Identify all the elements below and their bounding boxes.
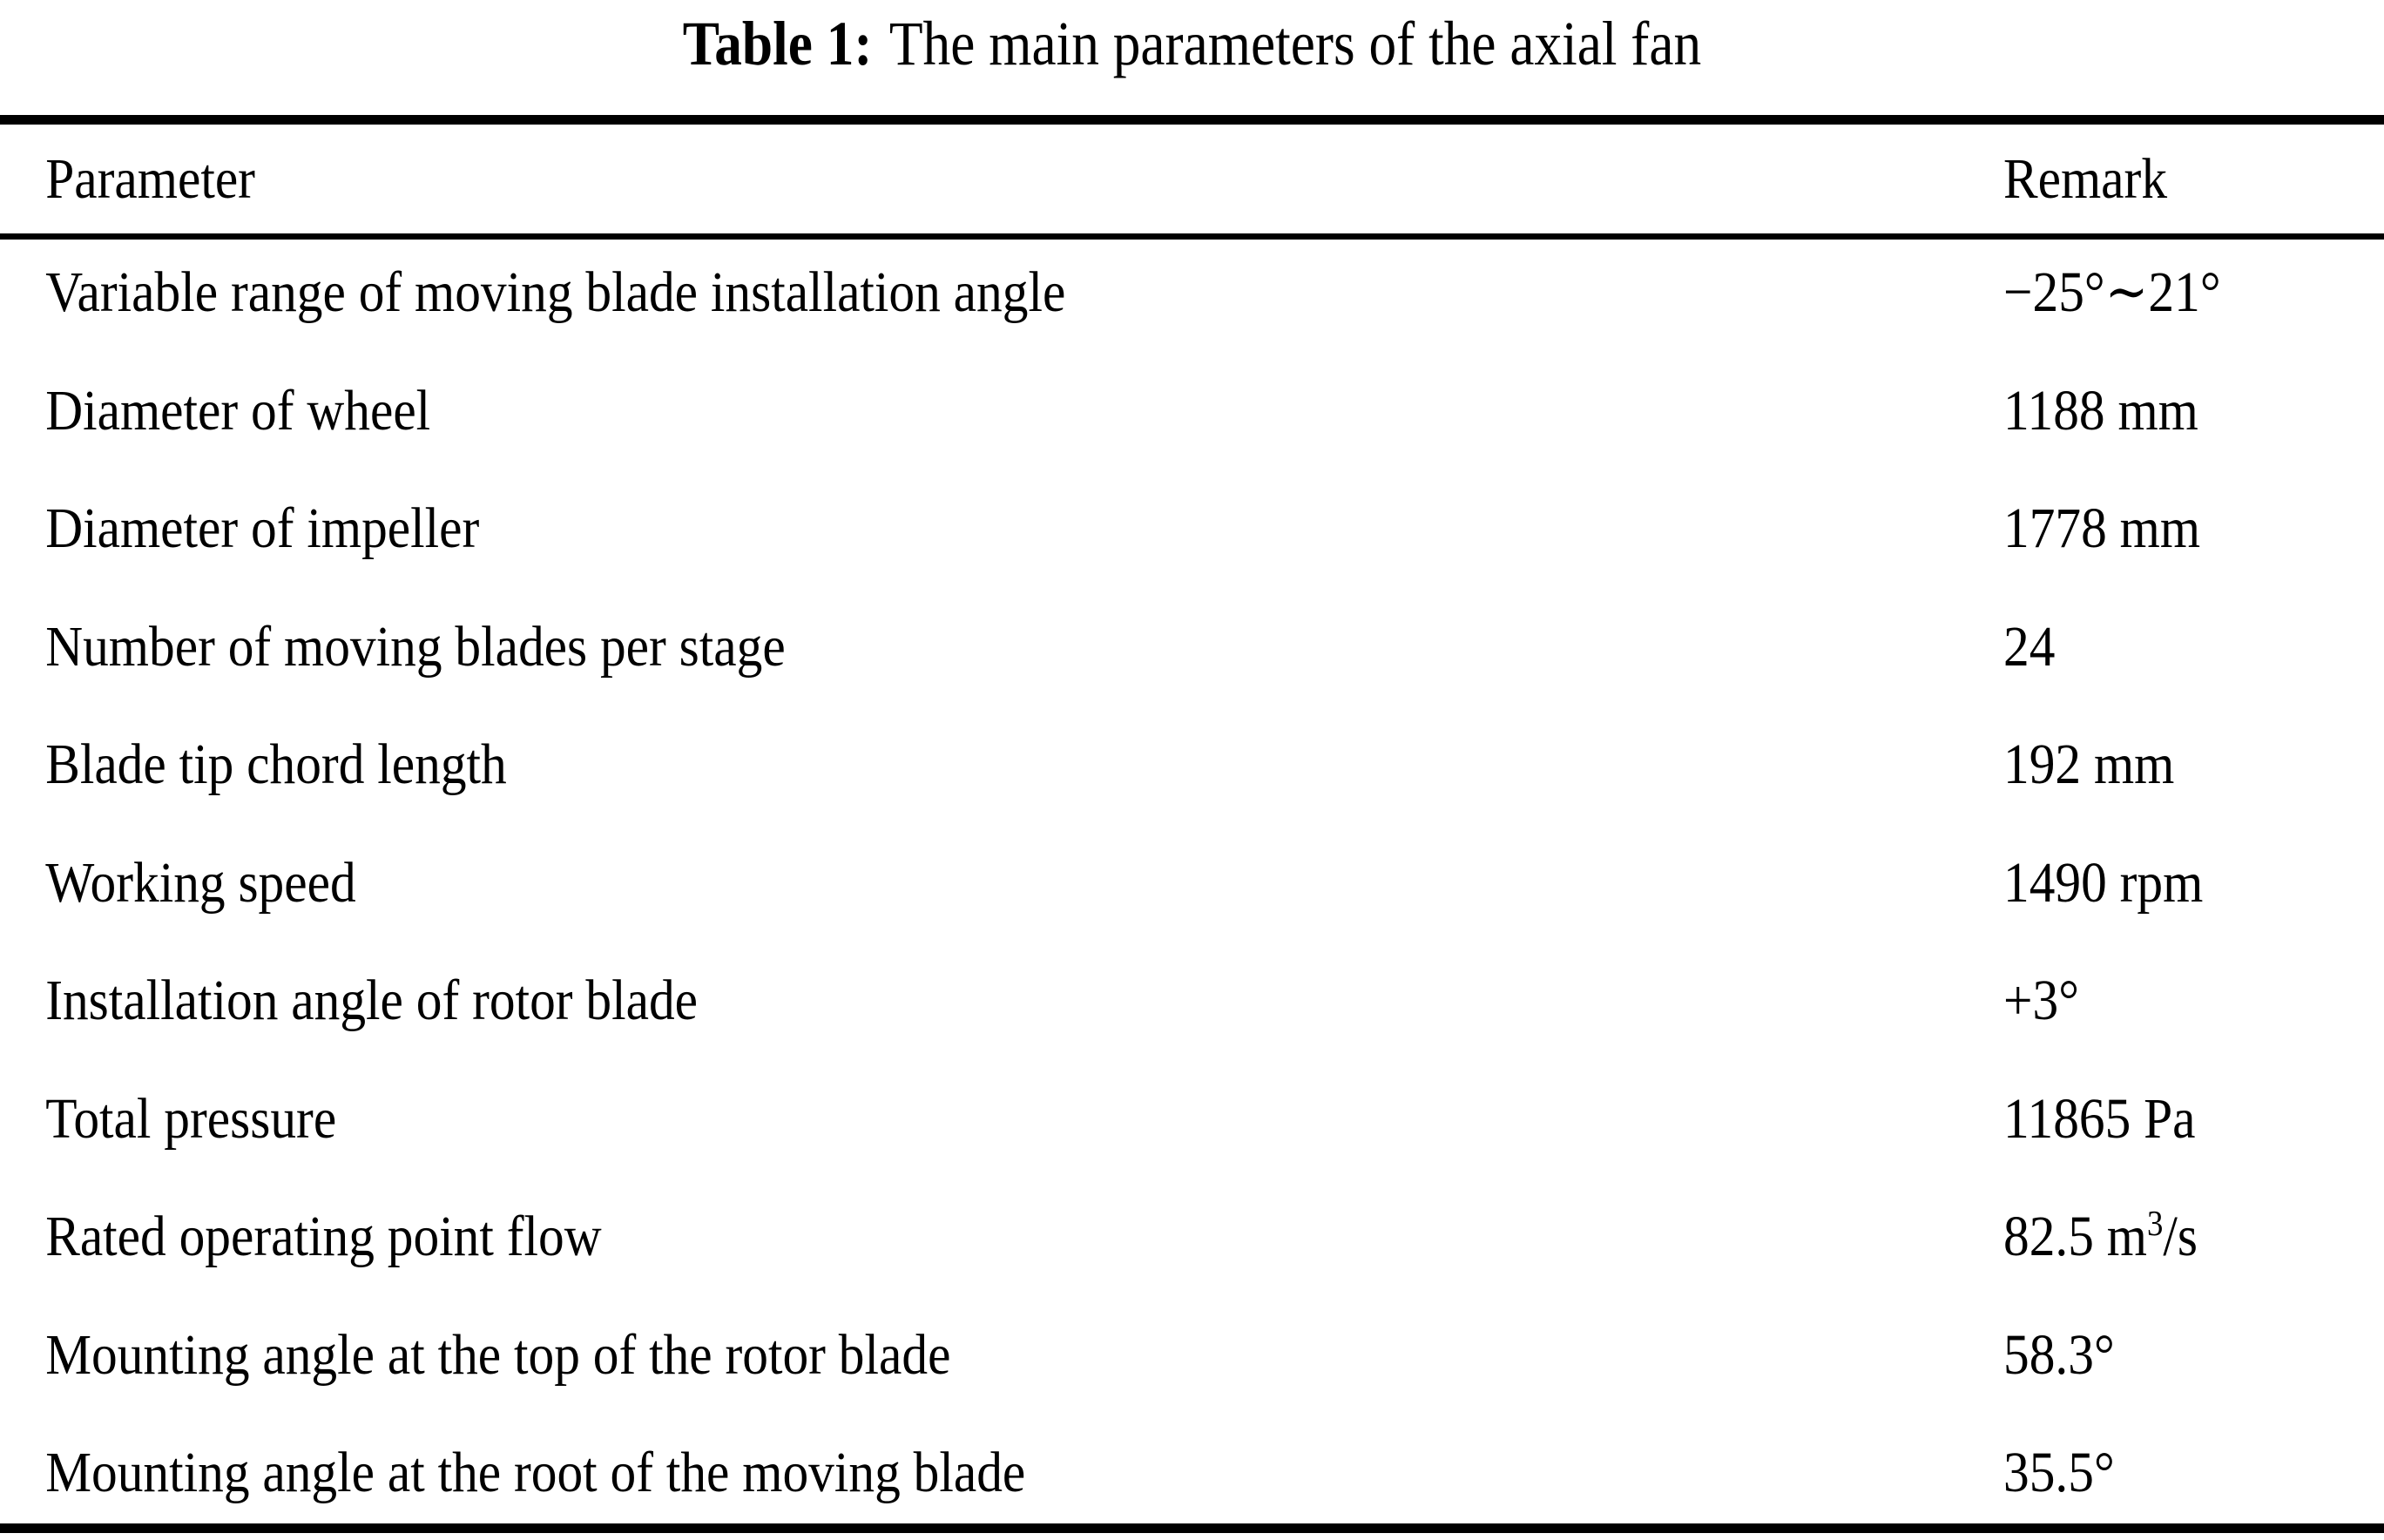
remark-superscript: 3: [2147, 1204, 2164, 1243]
cell-parameter: Total pressure: [45, 1086, 337, 1151]
cell-parameter: Installation angle of rotor blade: [45, 969, 699, 1032]
cell-parameter: Number of moving blades per stage: [45, 614, 786, 679]
table-row: Mounting angle at the root of the moving…: [0, 1414, 2384, 1532]
cell-remark: 58.3°: [2003, 1322, 2115, 1387]
table-caption: Table 1:The main parameters of the axial…: [143, 0, 2241, 87]
cell-remark: 1188 mm: [2003, 378, 2198, 442]
table-row: Mounting angle at the top of the rotor b…: [0, 1296, 2384, 1415]
caption-label: Table 1:: [682, 9, 873, 78]
cell-remark: 82.5 m3/s: [2003, 1204, 2198, 1268]
cell-parameter: Working speed: [45, 850, 356, 915]
cell-parameter: Blade tip chord length: [45, 733, 507, 796]
table-bottom-rule: [0, 1523, 2384, 1533]
cell-parameter: Rated operating point flow: [45, 1205, 602, 1268]
cell-parameter: Diameter of impeller: [45, 496, 480, 560]
cell-remark: +3°: [2003, 969, 2079, 1032]
cell-parameter: Diameter of wheel: [45, 378, 431, 442]
cell-remark: 24: [2003, 614, 2056, 679]
table-row: Total pressure 11865 Pa: [0, 1060, 2384, 1179]
cell-parameter: Mounting angle at the root of the moving…: [45, 1441, 1026, 1504]
table-row: Blade tip chord length 192 mm: [0, 706, 2384, 824]
table-row: Diameter of wheel 1188 mm: [0, 352, 2384, 470]
column-header-remark: Remark: [2003, 147, 2168, 211]
cell-remark: 1490 rpm: [2003, 850, 2204, 915]
cell-remark: −25°∼21°: [2003, 260, 2221, 324]
table-row: Number of moving blades per stage 24: [0, 588, 2384, 706]
cell-remark: 35.5°: [2003, 1441, 2115, 1504]
table-header-row: Parameter Remark: [0, 125, 2384, 233]
cell-parameter: Mounting angle at the top of the rotor b…: [45, 1322, 951, 1387]
table-row: Rated operating point flow 82.5 m3/s: [0, 1178, 2384, 1296]
table-body: Variable range of moving blade installat…: [0, 233, 2384, 1532]
cell-remark: 192 mm: [2003, 733, 2175, 796]
cell-parameter: Variable range of moving blade installat…: [45, 260, 1066, 324]
column-header-parameter: Parameter: [45, 147, 255, 211]
table-header-rule: [0, 233, 2384, 240]
table-row: Installation angle of rotor blade +3°: [0, 942, 2384, 1060]
table-row: Variable range of moving blade installat…: [0, 233, 2384, 352]
table-row: Working speed 1490 rpm: [0, 824, 2384, 942]
cell-remark: 11865 Pa: [2003, 1086, 2196, 1151]
cell-remark: 1778 mm: [2003, 496, 2201, 560]
parameters-table: Parameter Remark Variable range of movin…: [0, 125, 2384, 1532]
table-row: Diameter of impeller 1778 mm: [0, 469, 2384, 588]
table-top-rule: [0, 115, 2384, 125]
caption-text: The main parameters of the axial fan: [888, 9, 1702, 78]
